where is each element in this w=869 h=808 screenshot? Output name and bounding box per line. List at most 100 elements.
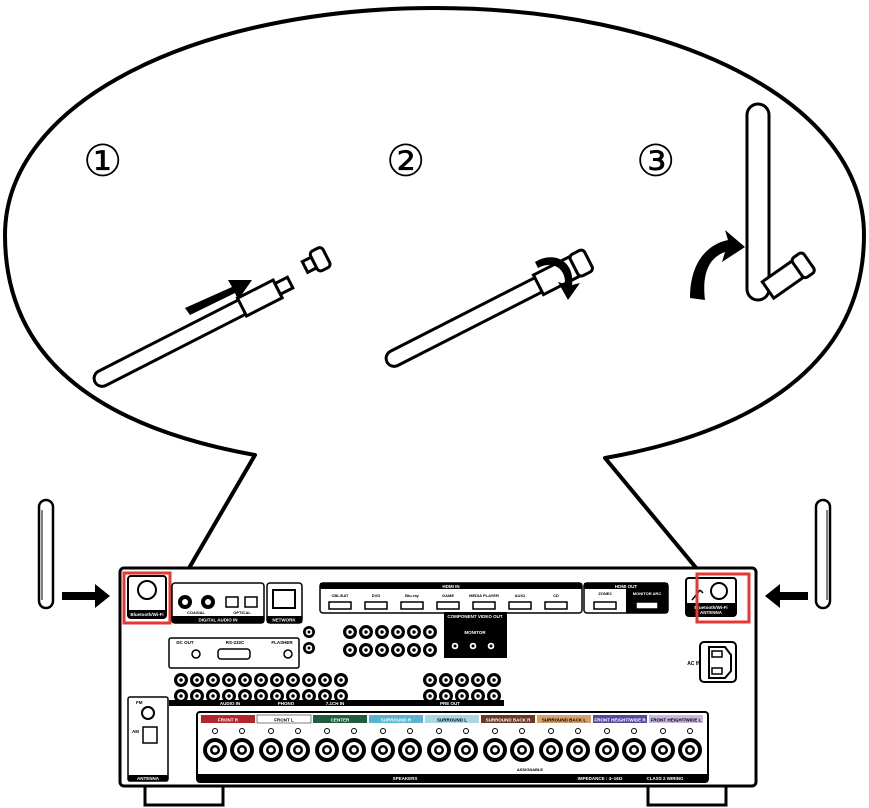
speaker-channel-label-bg xyxy=(256,714,312,724)
left-antenna-highlight xyxy=(122,571,172,625)
rca-jack-pin xyxy=(307,646,311,650)
hdmi-in-port[interactable] xyxy=(400,601,424,610)
hdmi-in-port[interactable] xyxy=(436,601,460,610)
rca-jack-pin xyxy=(339,678,343,682)
plus-icon xyxy=(548,728,554,734)
plus-icon xyxy=(380,728,386,734)
rca-jack-pin xyxy=(275,678,279,682)
speaker-terminal-hole xyxy=(436,747,442,753)
step-2-number: ② xyxy=(386,136,425,187)
rca-jack-pin xyxy=(339,694,343,698)
plus-icon xyxy=(660,728,666,734)
ac-in-socket[interactable]: AC IN xyxy=(687,641,737,683)
speaker-terminal-hole xyxy=(268,747,274,753)
hdmi-in-port[interactable] xyxy=(508,601,532,610)
hdmi-in-port[interactable] xyxy=(364,601,388,610)
speaker-channel-label-bg xyxy=(201,715,255,723)
dc-out-label: DC OUT xyxy=(176,640,193,645)
left-antenna xyxy=(37,498,55,610)
speaker-channel-label: SURROUND BACK L xyxy=(542,718,586,723)
hdmi-in-port[interactable] xyxy=(472,601,496,610)
rca-jack-pin xyxy=(364,630,368,634)
plus-icon xyxy=(492,728,498,734)
speaker-channel: FRONT R xyxy=(201,715,255,762)
rca-jack-pin xyxy=(259,694,263,698)
monitor-label: MONITOR xyxy=(464,630,486,635)
hdmi-in-port-label: AUX2 xyxy=(515,593,526,598)
rca-jack-pin xyxy=(348,630,352,634)
rca-jack-pin xyxy=(428,678,432,682)
speaker-channel-label: SURROUND R xyxy=(381,718,412,723)
am-antenna-terminal[interactable] xyxy=(142,726,158,744)
plus-icon xyxy=(324,728,330,734)
rca-jack-pin xyxy=(348,648,352,652)
rca-jack-pin xyxy=(243,694,247,698)
hdmi-in-port[interactable] xyxy=(544,601,568,610)
pre-out-label: PRE OUT xyxy=(440,701,460,706)
control-jacks-section: DC OUT RS-232C FLASHER xyxy=(168,637,300,669)
rca-jack-pin xyxy=(412,630,416,634)
hdmi-in-port[interactable] xyxy=(328,601,352,610)
hdmi-out-zone2-label: ZONE2 xyxy=(598,591,612,596)
rca-jack-pin xyxy=(364,648,368,652)
speaker-channel: FRONT HEIGHT/WIDE R xyxy=(593,715,647,762)
hdmi-out-monitor-port[interactable] xyxy=(635,601,659,610)
rotate-arrow-icon xyxy=(535,257,580,300)
rca-jack-pin xyxy=(396,648,400,652)
speaker-channel: SURROUND R xyxy=(369,715,423,762)
speaker-terminal-hole xyxy=(631,747,637,753)
speaker-channel: SURROUND BACK L xyxy=(537,715,591,762)
7-1ch-in-label: 7.1CH IN xyxy=(326,701,345,706)
tuner-antenna-section: FM AM ANTENNA xyxy=(127,696,169,782)
ac-in-label: AC IN xyxy=(687,661,701,667)
rca-jack-pin xyxy=(476,678,480,682)
rca-jack-pin xyxy=(291,694,295,698)
hdmi-in-port-label: GAME xyxy=(442,593,454,598)
rca-jack-pin xyxy=(179,694,183,698)
right-antenna-label: Bluetooth/Wi-Fi xyxy=(694,605,727,610)
speaker-channel-label-bg xyxy=(593,715,647,723)
rca-jack-pin xyxy=(243,678,247,682)
hdmi-out-label: HDMI OUT xyxy=(615,584,637,589)
rca-jack-pin xyxy=(307,694,311,698)
speaker-channel: FRONT HEIGHT/WIDE L xyxy=(649,715,703,762)
step-3-antenna-illustration xyxy=(690,102,816,302)
rca-jack-pin xyxy=(307,630,311,634)
rca-jack-pin xyxy=(275,694,279,698)
speaker-terminal-hole xyxy=(492,747,498,753)
rca-jack-grid xyxy=(174,625,501,703)
fm-antenna-jack[interactable] xyxy=(141,706,155,720)
rca-jack-pin xyxy=(444,694,448,698)
rca-jack-pin xyxy=(492,694,496,698)
speaker-channel-label: SURROUND L xyxy=(437,718,467,723)
speaker-terminal-hole xyxy=(519,747,525,753)
optical-label: OPTICAL xyxy=(233,610,251,615)
speaker-terminal-hole xyxy=(239,747,245,753)
hdmi-in-port-label: Blu-ray xyxy=(405,593,420,598)
minus-icon xyxy=(687,728,693,734)
phono-label: PHONO xyxy=(278,701,295,706)
rca-jack-pin xyxy=(195,694,199,698)
speaker-terminal-hole xyxy=(687,747,693,753)
rca-jack-pin xyxy=(211,678,215,682)
rca-jack-pin xyxy=(323,678,327,682)
audio-in-label: AUDIO IN xyxy=(220,701,240,706)
right-antenna-connector[interactable]: Bluetooth/Wi-Fi ANTENNA xyxy=(685,577,737,617)
speaker-channel-label: FRONT HEIGHT/WIDE L xyxy=(651,718,702,723)
network-port[interactable]: NETWORK xyxy=(266,582,303,624)
left-antenna-connector[interactable]: Bluetooth/Wi-Fi xyxy=(127,575,167,619)
rca-jack-pin xyxy=(428,648,432,652)
speakers-label: SPEAKERS xyxy=(393,776,418,781)
rca-jack-pin xyxy=(211,694,215,698)
speaker-channel-label: SURROUND BACK R xyxy=(486,718,531,723)
flasher-label: FLASHER xyxy=(271,640,293,645)
speaker-terminal-hole xyxy=(463,747,469,753)
am-label: AM xyxy=(132,729,139,734)
fm-label: FM xyxy=(136,700,143,705)
speaker-channel-label: FRONT R xyxy=(218,718,239,723)
hdmi-out-zone2-port[interactable] xyxy=(593,601,617,610)
hdmi-in-port-label: DVD xyxy=(372,593,381,598)
rca-jack-pin xyxy=(323,694,327,698)
plus-icon xyxy=(604,728,610,734)
